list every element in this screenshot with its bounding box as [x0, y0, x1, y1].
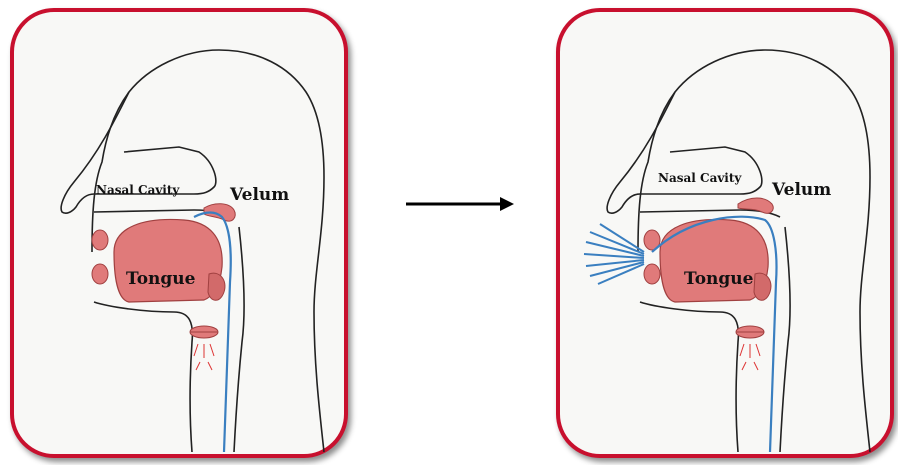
air-burst [584, 224, 644, 284]
neck-front [640, 302, 738, 452]
lower-lip [644, 264, 660, 284]
upper-lip [92, 230, 108, 250]
label-nasal-cavity: Nasal Cavity [96, 183, 180, 197]
pharynx-wall [780, 227, 790, 452]
panel-before: Nasal Cavity Velum Tongue [10, 8, 348, 458]
label-velum: Velum [771, 180, 831, 200]
transition-arrow-icon [406, 196, 514, 212]
tongue-root [754, 273, 771, 300]
tongue [660, 219, 768, 302]
tongue-root [208, 273, 225, 300]
lower-lip [92, 264, 108, 284]
nose-outline [607, 92, 762, 213]
tongue [114, 219, 222, 302]
vocal-tract-diagram-after: Nasal Cavity Velum Tongue [560, 12, 890, 454]
label-velum: Velum [229, 185, 289, 205]
label-nasal-cavity: Nasal Cavity [658, 171, 742, 185]
neck-front [94, 302, 192, 452]
label-tongue: Tongue [126, 269, 196, 289]
pharynx-wall [234, 227, 244, 452]
label-tongue: Tongue [684, 269, 754, 289]
vibration-marks [740, 344, 760, 370]
vibration-marks [194, 344, 214, 370]
panel-after: Nasal Cavity Velum Tongue [556, 8, 894, 458]
vocal-tract-diagram-before: Nasal Cavity Velum Tongue [14, 12, 344, 454]
